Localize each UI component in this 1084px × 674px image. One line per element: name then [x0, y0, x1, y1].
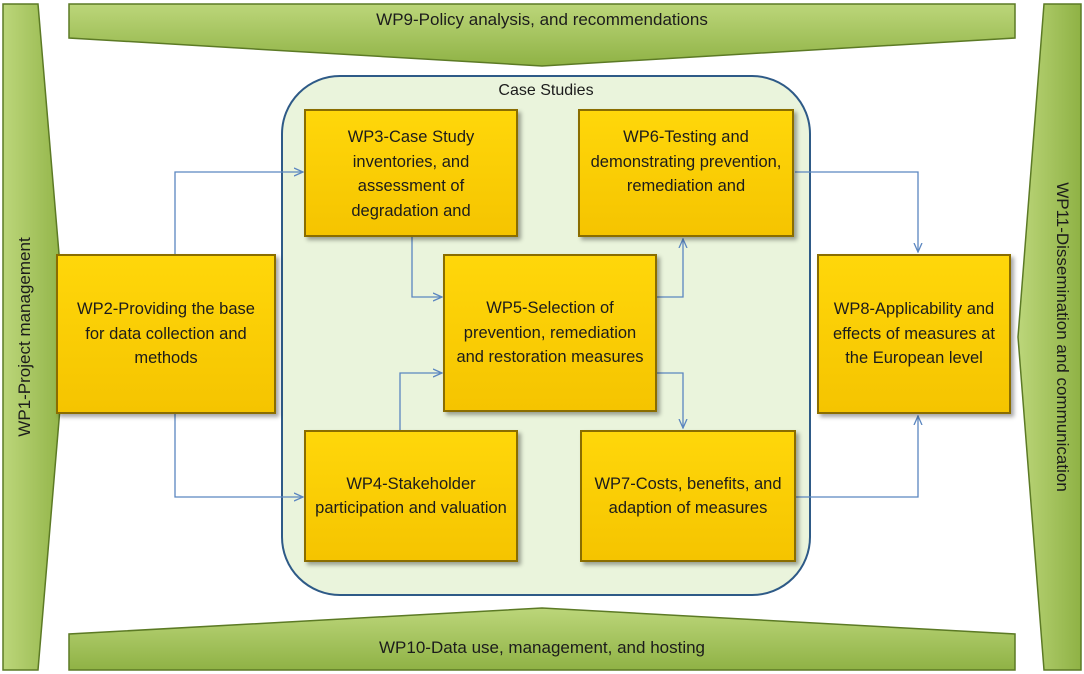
wp11-banner-shape	[1017, 3, 1082, 671]
arrow-wp3-to-wp5	[411, 237, 442, 297]
wp7-box: WP7-Costs, benefits, and adaption of mea…	[580, 430, 796, 562]
arrow-wp4-to-wp5	[399, 373, 442, 430]
wp2-box: WP2-Providing the base for data collecti…	[56, 254, 276, 414]
arrow-wp5-to-wp6	[657, 239, 683, 298]
wp5-box: WP5-Selection of prevention, remediation…	[443, 254, 657, 412]
wp6-box: WP6-Testing and demonstrating prevention…	[578, 109, 794, 237]
arrow-wp2-to-wp4	[174, 414, 303, 497]
wp9-banner-label: WP9-Policy analysis, and recommendations	[376, 10, 708, 29]
wp1-banner-label: WP1-Project management	[15, 237, 34, 437]
case-studies-title: Case Studies	[498, 82, 594, 99]
arrow-wp5-to-wp7	[657, 372, 683, 428]
wp1-banner-shape	[2, 3, 67, 671]
wp9-banner-shape	[68, 3, 1016, 67]
arrow-wp7-to-wp8	[795, 416, 918, 498]
arrow-wp6-to-wp8	[795, 171, 918, 252]
wp8-box: WP8-Applicability and effects of measure…	[817, 254, 1011, 414]
wp2-label: WP2-Providing the base for data collecti…	[77, 300, 255, 368]
wp6-label: WP6-Testing and demonstrating prevention…	[590, 128, 782, 195]
wp11-banner-label: WP11-Dissemination and communication	[1053, 182, 1072, 492]
wp8-label: WP8-Applicability and effects of measure…	[832, 300, 996, 368]
wp7-label: WP7-Costs, benefits, and adaption of mea…	[594, 474, 782, 518]
wp10-banner-shape	[68, 607, 1016, 671]
wp4-label: WP4-Stakeholder participation and valuat…	[315, 474, 507, 518]
wp4-box: WP4-Stakeholder participation and valuat…	[304, 430, 518, 562]
wp3-label: WP3-Case Study inventories, and assessme…	[347, 128, 475, 220]
arrow-wp2-to-wp3	[174, 172, 303, 254]
wp10-banner-label: WP10-Data use, management, and hosting	[378, 638, 706, 657]
wp3-box: WP3-Case Study inventories, and assessme…	[304, 109, 518, 237]
wp5-label: WP5-Selection of prevention, remediation…	[456, 299, 644, 367]
